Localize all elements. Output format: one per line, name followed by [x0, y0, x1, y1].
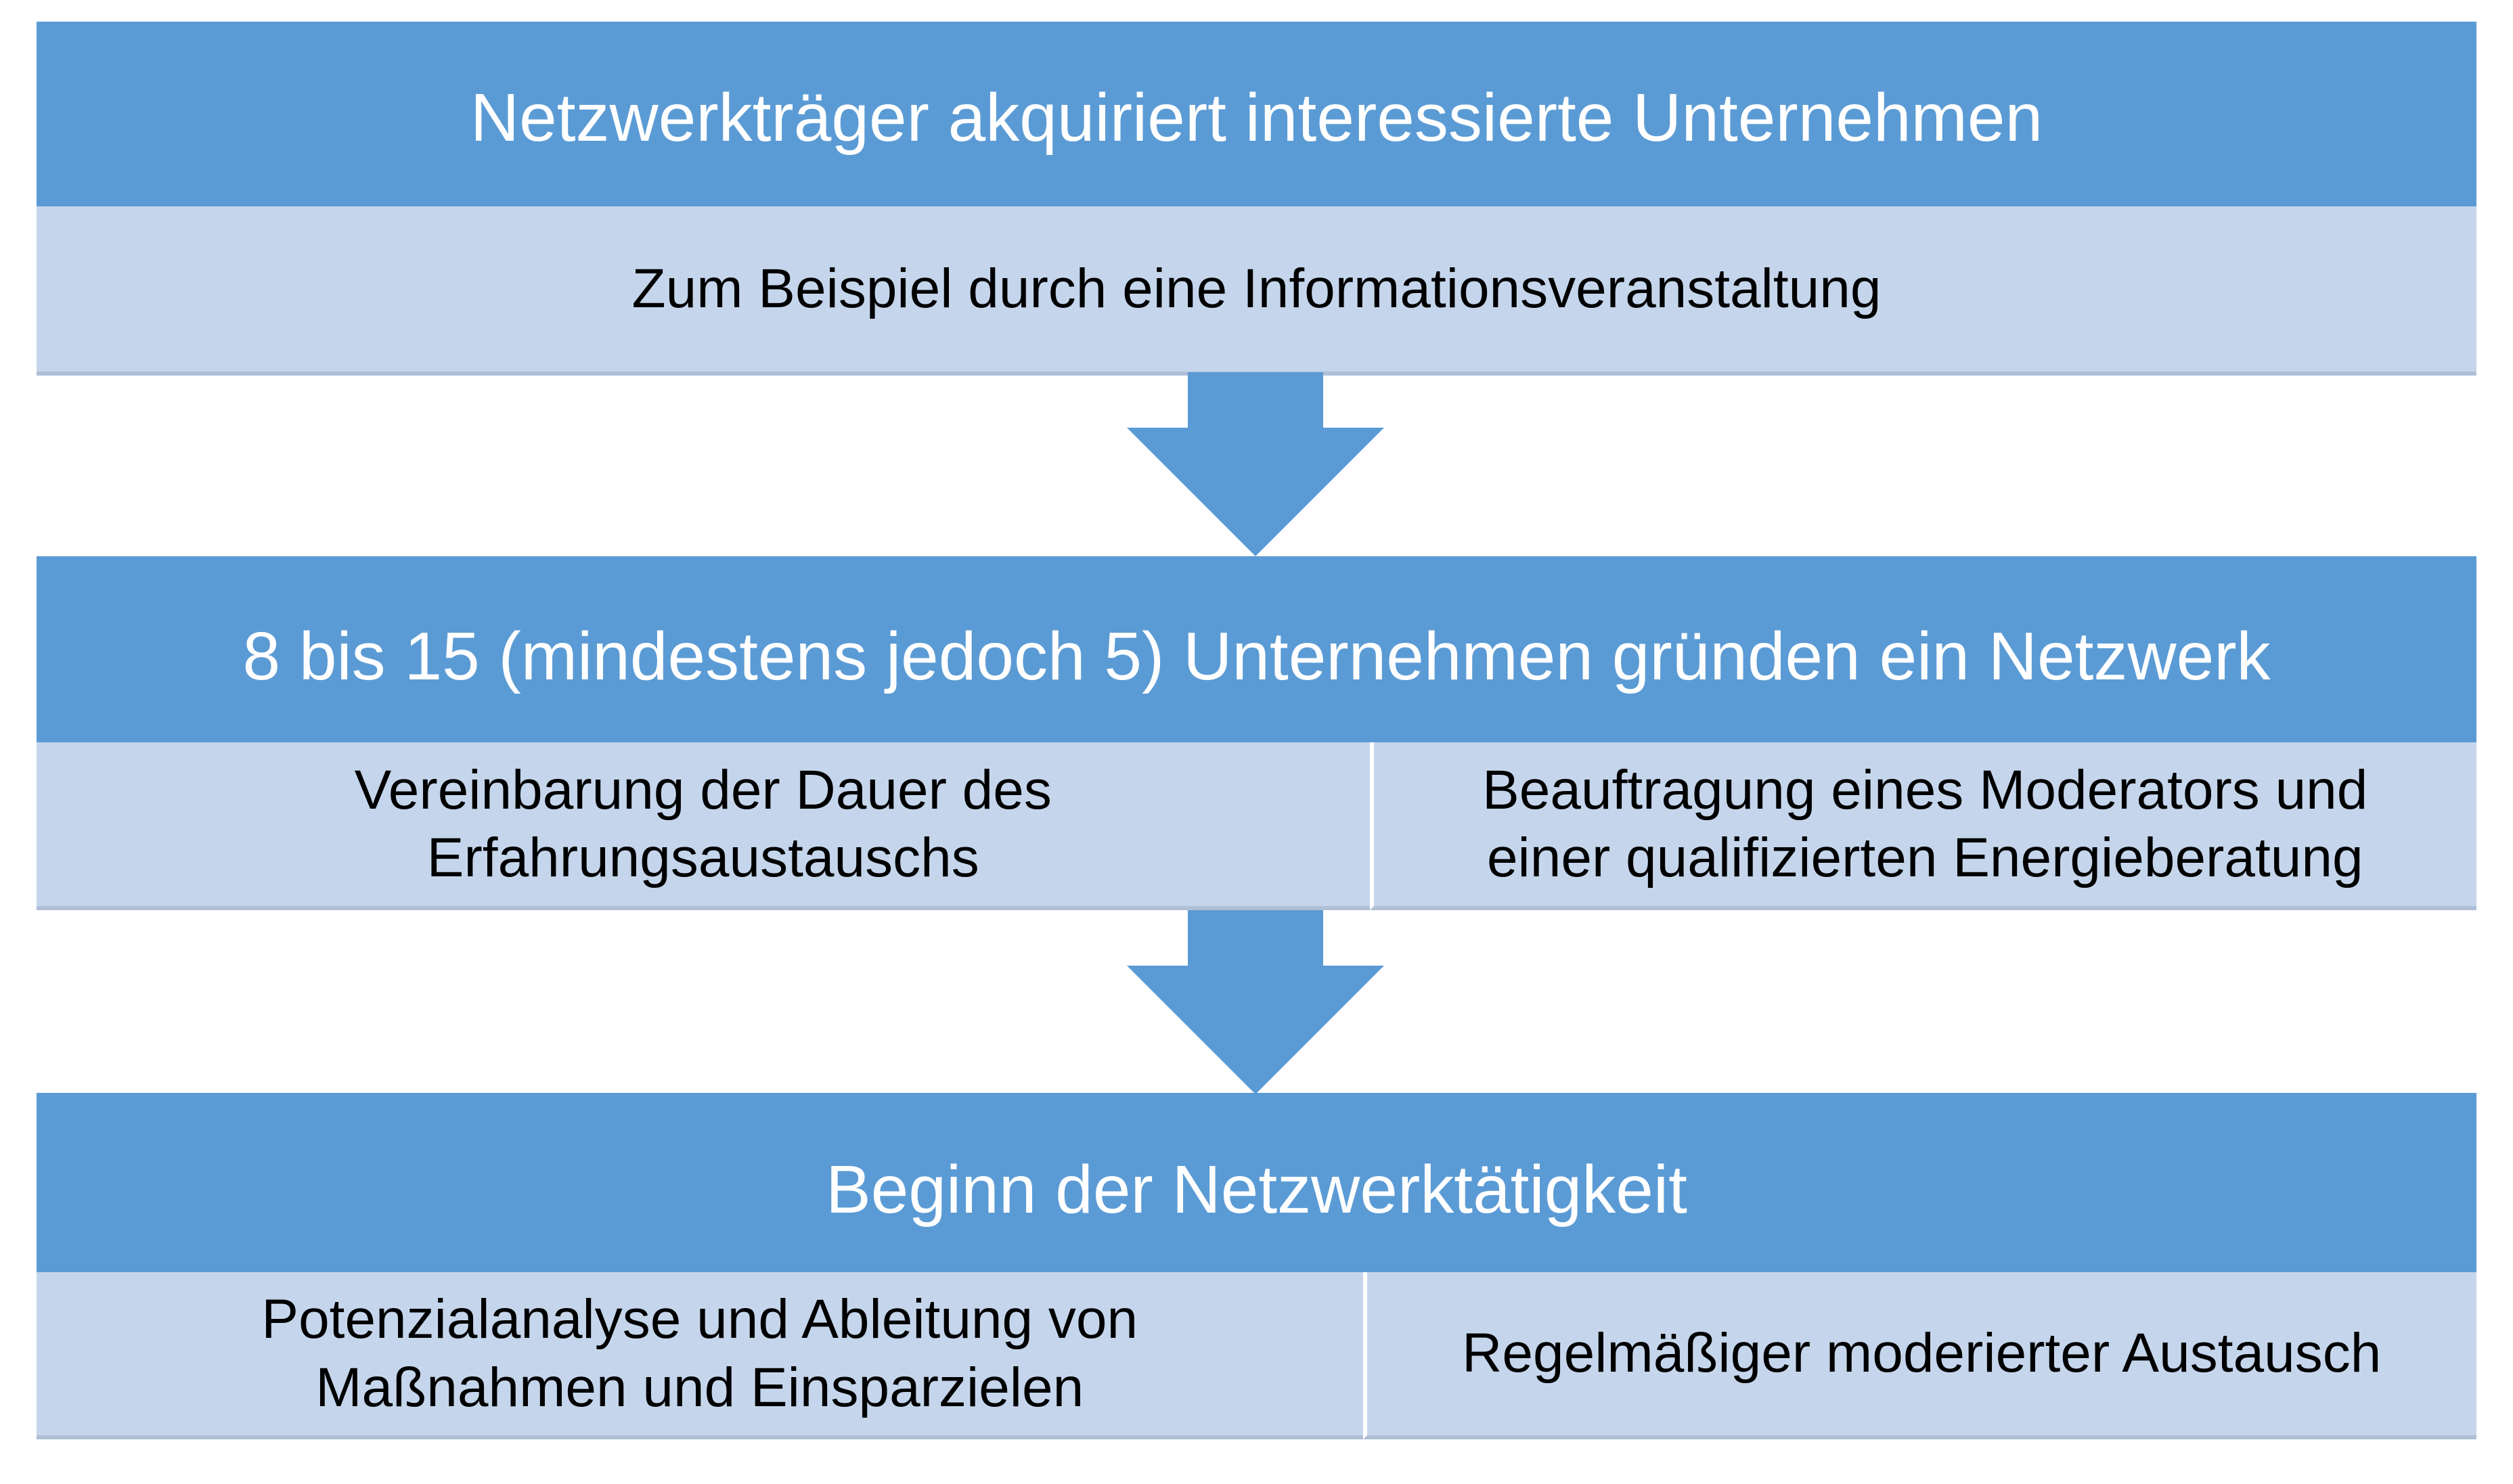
- stage-3-detail-2: Regelmäßiger moderierter Austausch: [1362, 1272, 2476, 1439]
- stage-1-title: Netzwerkträger akquiriert interessierte …: [37, 22, 2476, 206]
- down-arrow-icon: [1127, 910, 1384, 1094]
- stage-1-detail-1: Zum Beispiel durch eine Informationsvera…: [37, 206, 2476, 376]
- stage-3-detail-1: Potenzialanalyse und Ableitung von Maßna…: [37, 1272, 1363, 1439]
- stage-3-details: Potenzialanalyse und Ableitung von Maßna…: [37, 1272, 2476, 1439]
- stage-1-details: Zum Beispiel durch eine Informationsvera…: [37, 206, 2476, 376]
- stage-3-title: Beginn der Netzwerktätigkeit: [37, 1093, 2476, 1272]
- stage-2-detail-2: Beauftragung eines Moderators und einer …: [1369, 742, 2476, 910]
- stage-2-detail-1: Vereinbarung der Dauer des Erfahrungsaus…: [37, 742, 1370, 910]
- down-arrow-icon: [1127, 372, 1384, 556]
- stage-2-details: Vereinbarung der Dauer des Erfahrungsaus…: [37, 742, 2476, 910]
- stage-2-title: 8 bis 15 (mindestens jedoch 5) Unternehm…: [37, 556, 2476, 742]
